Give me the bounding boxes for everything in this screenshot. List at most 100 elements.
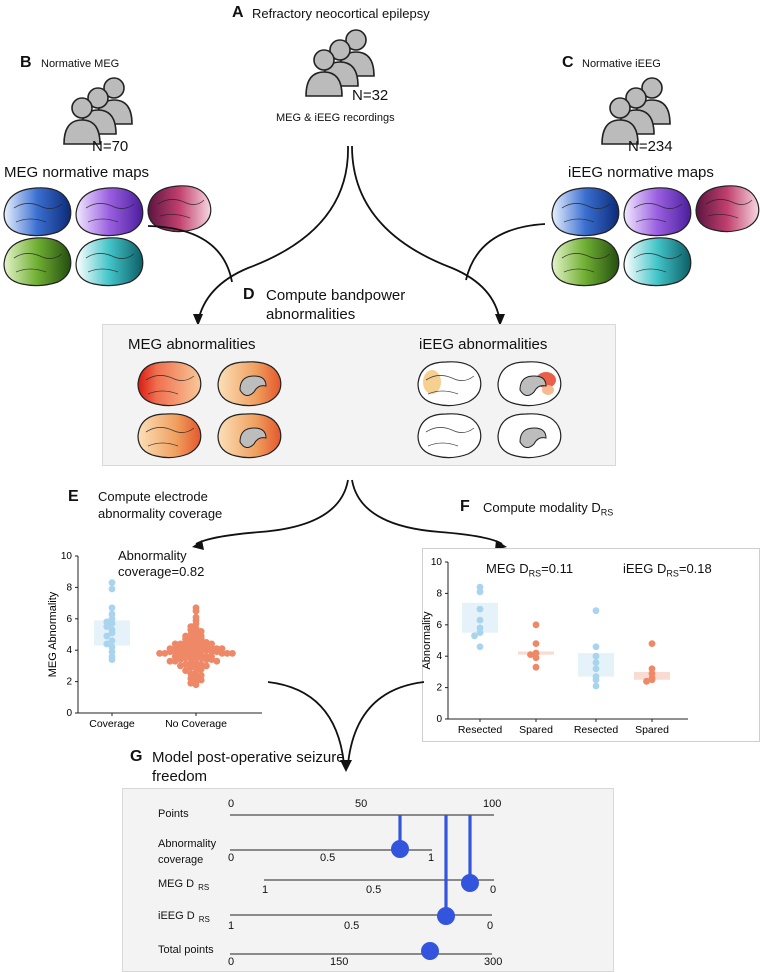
data-point xyxy=(161,649,169,657)
data-point xyxy=(108,585,116,593)
data-point xyxy=(187,679,195,687)
y-tick-label: 2 xyxy=(66,677,72,688)
data-point xyxy=(218,649,226,657)
total-tick-150: 150 xyxy=(330,956,349,968)
ieeg-drs-tick-1: 1 xyxy=(228,920,235,932)
data-point xyxy=(192,642,200,649)
x-tick-label: Resected xyxy=(574,724,619,736)
data-point xyxy=(171,648,179,656)
data-point xyxy=(171,653,179,660)
patients-icon-c xyxy=(601,77,671,145)
data-point xyxy=(213,648,221,656)
panel-letter-b: B xyxy=(20,54,32,71)
data-point xyxy=(229,649,236,657)
x-tick-label: Resected xyxy=(458,724,503,736)
y-tick-label: 4 xyxy=(436,651,442,662)
data-point xyxy=(108,629,116,637)
panel-letter-e: E xyxy=(68,488,79,505)
data-point xyxy=(187,654,195,662)
data-point xyxy=(213,657,221,665)
panel-c-n: N=234 xyxy=(628,138,673,155)
nomogram-ieeg-drs-text: iEEG D xyxy=(158,910,195,922)
data-point xyxy=(648,676,656,684)
panel-letter-g: G xyxy=(130,748,143,765)
data-point xyxy=(103,623,111,631)
nomogram-meg-drs-sub: RS xyxy=(198,883,210,893)
total-tick-0: 0 xyxy=(228,956,235,968)
points-tick-100: 100 xyxy=(483,798,502,810)
patients-icon-a xyxy=(305,29,375,97)
data-point xyxy=(197,660,205,668)
data-point xyxy=(476,629,484,637)
coverage-tick-05: 0.5 xyxy=(320,852,336,864)
data-point xyxy=(177,662,184,670)
coverage-annotation: Abnormality coverage=0.82 xyxy=(118,548,205,579)
y-tick-label: 4 xyxy=(66,645,72,656)
y-tick-label: 6 xyxy=(436,620,442,631)
data-point xyxy=(171,640,179,648)
nomogram-ieeg-drs-sub: RS xyxy=(198,915,210,925)
data-point xyxy=(592,652,600,660)
data-point xyxy=(203,656,210,664)
data-point xyxy=(108,648,116,656)
meg-drs-tick-05: 0.5 xyxy=(366,884,382,896)
data-point xyxy=(197,627,205,635)
data-point xyxy=(192,624,200,632)
data-point xyxy=(476,616,484,624)
y-tick-label: 8 xyxy=(66,582,72,593)
data-point xyxy=(108,620,116,627)
meg-drs-label-text: MEG D xyxy=(486,561,529,576)
data-point xyxy=(476,643,484,651)
y-tick-label: 0 xyxy=(436,714,442,725)
data-point xyxy=(108,643,116,651)
ieeg-drs-label: iEEG DRS=0.18 xyxy=(623,561,712,579)
data-point xyxy=(108,656,116,664)
x-tick-label: Spared xyxy=(635,724,669,736)
meg-abnormalities-title: MEG abnormalities xyxy=(128,336,256,353)
panel-letter-d: D xyxy=(243,286,255,303)
data-point xyxy=(192,654,200,662)
data-point xyxy=(182,654,190,662)
data-point xyxy=(177,648,184,656)
data-point xyxy=(476,588,484,596)
y-axis-label: MEG Abnormality xyxy=(47,591,59,677)
ieeg-drs-value: =0.18 xyxy=(678,561,712,576)
data-point xyxy=(648,640,656,648)
panel-f-title-text: Compute modality D xyxy=(483,500,601,515)
data-point xyxy=(223,649,231,657)
middle-flow-arrows xyxy=(192,479,507,550)
nomogram-meg-drs-text: MEG D xyxy=(158,878,195,890)
data-point xyxy=(192,664,200,671)
points-tick-0: 0 xyxy=(228,798,235,810)
panel-b-n: N=70 xyxy=(92,138,129,155)
x-tick-label: Spared xyxy=(519,724,553,736)
data-point xyxy=(197,654,205,662)
data-point xyxy=(187,642,195,649)
ieeg-normative-brains xyxy=(551,185,760,287)
data-point xyxy=(182,667,190,675)
y-tick-label: 6 xyxy=(66,614,72,625)
data-point xyxy=(187,664,195,671)
data-point xyxy=(177,656,184,664)
data-point xyxy=(171,657,179,665)
data-point xyxy=(643,677,650,685)
y-tick-label: 8 xyxy=(436,588,442,599)
coverage-tick-0: 0 xyxy=(228,852,235,864)
data-point xyxy=(192,620,200,627)
data-point xyxy=(177,643,184,651)
data-point xyxy=(592,665,600,673)
data-point xyxy=(182,638,190,646)
data-point xyxy=(203,638,210,646)
data-point xyxy=(187,670,195,678)
data-point xyxy=(203,646,210,654)
data-point xyxy=(187,646,195,654)
data-point xyxy=(218,645,226,653)
data-point xyxy=(156,649,164,657)
panel-b-maps-title: MEG normative maps xyxy=(4,164,150,181)
data-point xyxy=(182,660,190,668)
data-point xyxy=(103,640,111,648)
panel-c-title: Normative iEEG xyxy=(582,58,661,70)
meg-drs-sub: RS xyxy=(528,568,542,579)
data-point xyxy=(208,648,216,656)
